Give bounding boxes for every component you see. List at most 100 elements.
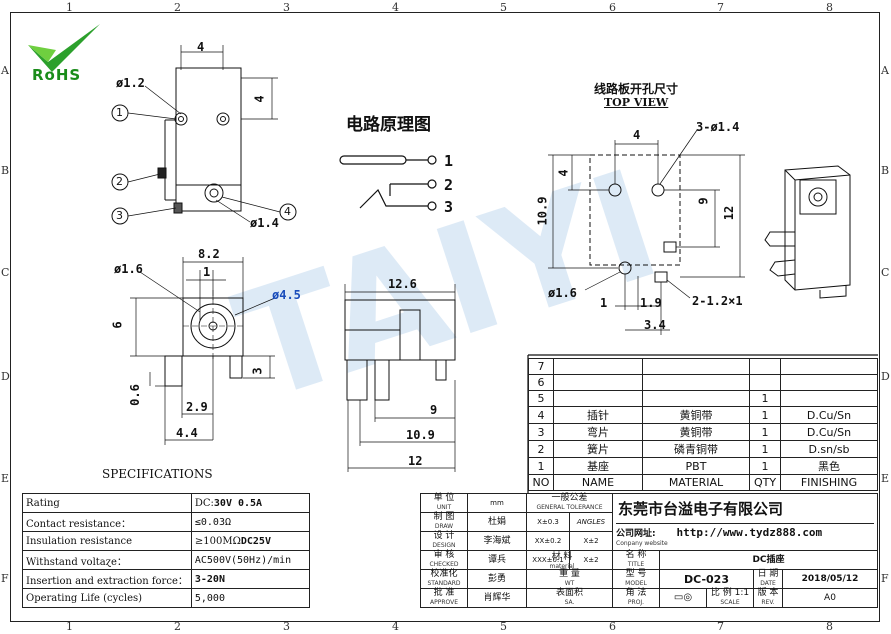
spec-row: Contact resistance：≤0.03Ω xyxy=(22,512,311,532)
zone-row-C: C xyxy=(1,266,10,279)
side-view xyxy=(111,45,297,225)
spec-value-cell: ≤0.03Ω xyxy=(190,512,311,532)
bom-header-material: MATERIAL xyxy=(642,474,750,491)
bom-cell-material xyxy=(642,390,750,407)
zone-row-right-E: E xyxy=(881,472,890,485)
bom-header-name: NAME xyxy=(553,474,643,491)
bom-cell-name: 簧片 xyxy=(553,440,643,458)
zone-column-bottom-6: 6 xyxy=(609,620,616,633)
bom-cell-no: 5 xyxy=(528,390,554,407)
top-view-d19: 1.9 xyxy=(640,296,662,310)
zone-column-3: 3 xyxy=(283,1,290,14)
bom-cell-name xyxy=(553,374,643,391)
projection-icon: ▭◎ xyxy=(673,592,693,603)
zone-row-right-B: B xyxy=(881,164,890,177)
spec-value-cell: AC500V(50Hz)/min xyxy=(190,550,311,570)
spec-value-cell: 5,000 xyxy=(190,588,311,608)
zone-column-2: 2 xyxy=(174,1,181,14)
bom-cell-qty xyxy=(749,358,781,375)
callout-2: 2 xyxy=(116,175,123,188)
spec-value: 30V 0.5A xyxy=(213,497,263,509)
zone-row-E: E xyxy=(1,472,10,485)
top-view-d1: 1 xyxy=(600,296,608,310)
bom-cell-name: 弯片 xyxy=(553,423,643,441)
zone-column-6: 6 xyxy=(609,1,616,14)
front-pin-w1: 2.9 xyxy=(186,400,208,414)
top-view-d9: 9 xyxy=(696,197,711,205)
tb-design-value: 李海斌 xyxy=(467,531,527,551)
bom-cell-material xyxy=(642,358,750,375)
bom-cell-name xyxy=(553,358,643,375)
callout-4: 4 xyxy=(284,205,291,218)
callout-3: 3 xyxy=(116,209,123,222)
spec-value-prefix: DC: xyxy=(194,497,214,509)
company-name: 东莞市台溢电子有限公司 xyxy=(618,500,784,518)
top-view-d12: 12 xyxy=(722,205,737,221)
tb-unit-value: mm xyxy=(467,493,527,513)
connector-3d-sketch xyxy=(764,165,851,299)
front-pin-w2: 4.4 xyxy=(176,426,198,440)
front-height: 6 xyxy=(110,321,125,329)
zone-column-1: 1 xyxy=(66,1,73,14)
spec-row: Operating Life (cycles)5,000 xyxy=(22,588,311,608)
bom-cell-qty xyxy=(749,374,781,391)
bom-cell-qty: 1 xyxy=(749,423,781,441)
bom-cell-name: 基座 xyxy=(553,457,643,475)
bom-cell-no: 3 xyxy=(528,423,554,441)
bom-cell-finishing: D.Cu/Sn xyxy=(780,423,878,441)
bom-header-row: NO NAME MATERIAL QTY FINISHING xyxy=(528,474,878,491)
top-view-dim-4: 4 xyxy=(633,128,641,142)
zone-column-bottom-1: 1 xyxy=(66,620,73,633)
front-pin-h: 0.6 xyxy=(127,384,142,406)
bom-cell-material: 黄铜带 xyxy=(642,406,750,424)
bom-cell-qty: 1 xyxy=(749,390,781,407)
bom-row: 7 xyxy=(528,358,878,375)
front-pitch: 1 xyxy=(203,265,211,279)
circuit-pin-1: 1 xyxy=(444,152,454,170)
tb-tol1b: ANGLES xyxy=(569,512,613,532)
tb-proj-symbol: ▭◎ xyxy=(659,588,707,608)
front-hole: ø1.6 xyxy=(114,262,143,276)
zone-column-4: 4 xyxy=(392,1,399,14)
circuit-pin-3: 3 xyxy=(444,198,454,216)
spec-label: Insertion and extraction force： xyxy=(22,569,192,589)
bom-cell-no: 1 xyxy=(528,457,554,475)
bom-cell-finishing xyxy=(780,358,878,375)
bom-cell-material: 黄铜带 xyxy=(642,423,750,441)
tb-approve-value: 肖辉华 xyxy=(467,588,527,608)
spec-label: Contact resistance： xyxy=(22,512,192,532)
circuit-diagram xyxy=(339,155,437,211)
spec-label: Insulation resistance xyxy=(22,531,192,551)
bom-cell-name xyxy=(553,390,643,407)
spec-value-cell: DC:30V 0.5A xyxy=(190,493,311,513)
profile-d109: 10.9 xyxy=(406,428,435,442)
spec-row: Insulation resistance≥100MΩDC25V xyxy=(22,531,311,551)
zone-row-F: F xyxy=(1,572,9,585)
bom-cell-finishing: D.Cu/Sn xyxy=(780,406,878,424)
specs-title: SPECIFICATIONS xyxy=(102,467,213,481)
bom-cell-qty: 1 xyxy=(749,440,781,458)
top-view-hole16: ø1.6 xyxy=(548,286,577,300)
zone-row-A: A xyxy=(1,64,9,77)
bom-header-finishing: FINISHING xyxy=(780,474,878,491)
zone-row-B: B xyxy=(1,164,10,177)
zone-row-D: D xyxy=(1,370,10,383)
spec-row: Withstand voltaɀe：AC500V(50Hz)/min xyxy=(22,550,311,570)
tb-tol2b: X±2 xyxy=(569,531,613,551)
